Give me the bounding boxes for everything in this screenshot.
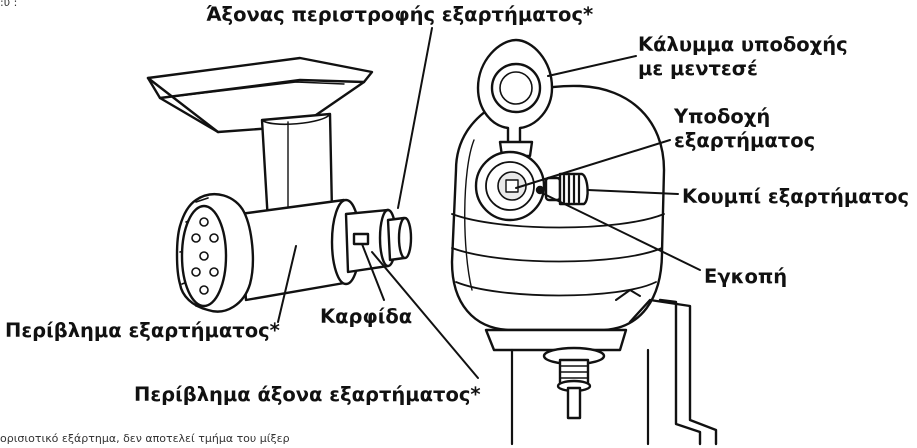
leader-notch [543, 193, 701, 271]
grinder-pin [352, 232, 370, 246]
leader-hub-cover [547, 55, 637, 77]
label-housing: Περίβλημα εξαρτήματος* [5, 319, 280, 342]
label-hub-line2: εξαρτήματος [674, 129, 816, 152]
label-pin: Καρφίδα [320, 305, 413, 328]
cropped-top-text: :υ : [0, 0, 18, 9]
label-knob: Κουμπί εξαρτήματος [682, 185, 910, 208]
leader-shaft-housing [371, 251, 479, 379]
notch-mark [535, 185, 545, 195]
leader-knob [587, 189, 679, 195]
label-hub-cover-line2: με μεντεσέ [638, 57, 758, 80]
leader-shaft-rotation [397, 27, 433, 209]
grinder-attachment [146, 56, 413, 313]
label-shaft-housing: Περίβλημα άξονα εξαρτήματος* [134, 383, 481, 406]
leader-pin [361, 243, 385, 301]
leader-hub [515, 139, 671, 189]
leader-housing [277, 245, 297, 323]
label-shaft-rotation: Άξονας περιστροφής εξαρτήματος* [206, 3, 594, 26]
mixer-head [450, 38, 718, 446]
label-notch: Εγκοπή [704, 265, 788, 288]
footnote: ορισιοτικό εξάρτημα, δεν αποτελεί τμήμα … [0, 432, 290, 445]
label-hub-cover-line1: Κάλυμμα υποδοχής [638, 33, 848, 56]
attachment-knob [544, 172, 589, 206]
label-hub-line1: Υποδοχή [674, 105, 771, 128]
